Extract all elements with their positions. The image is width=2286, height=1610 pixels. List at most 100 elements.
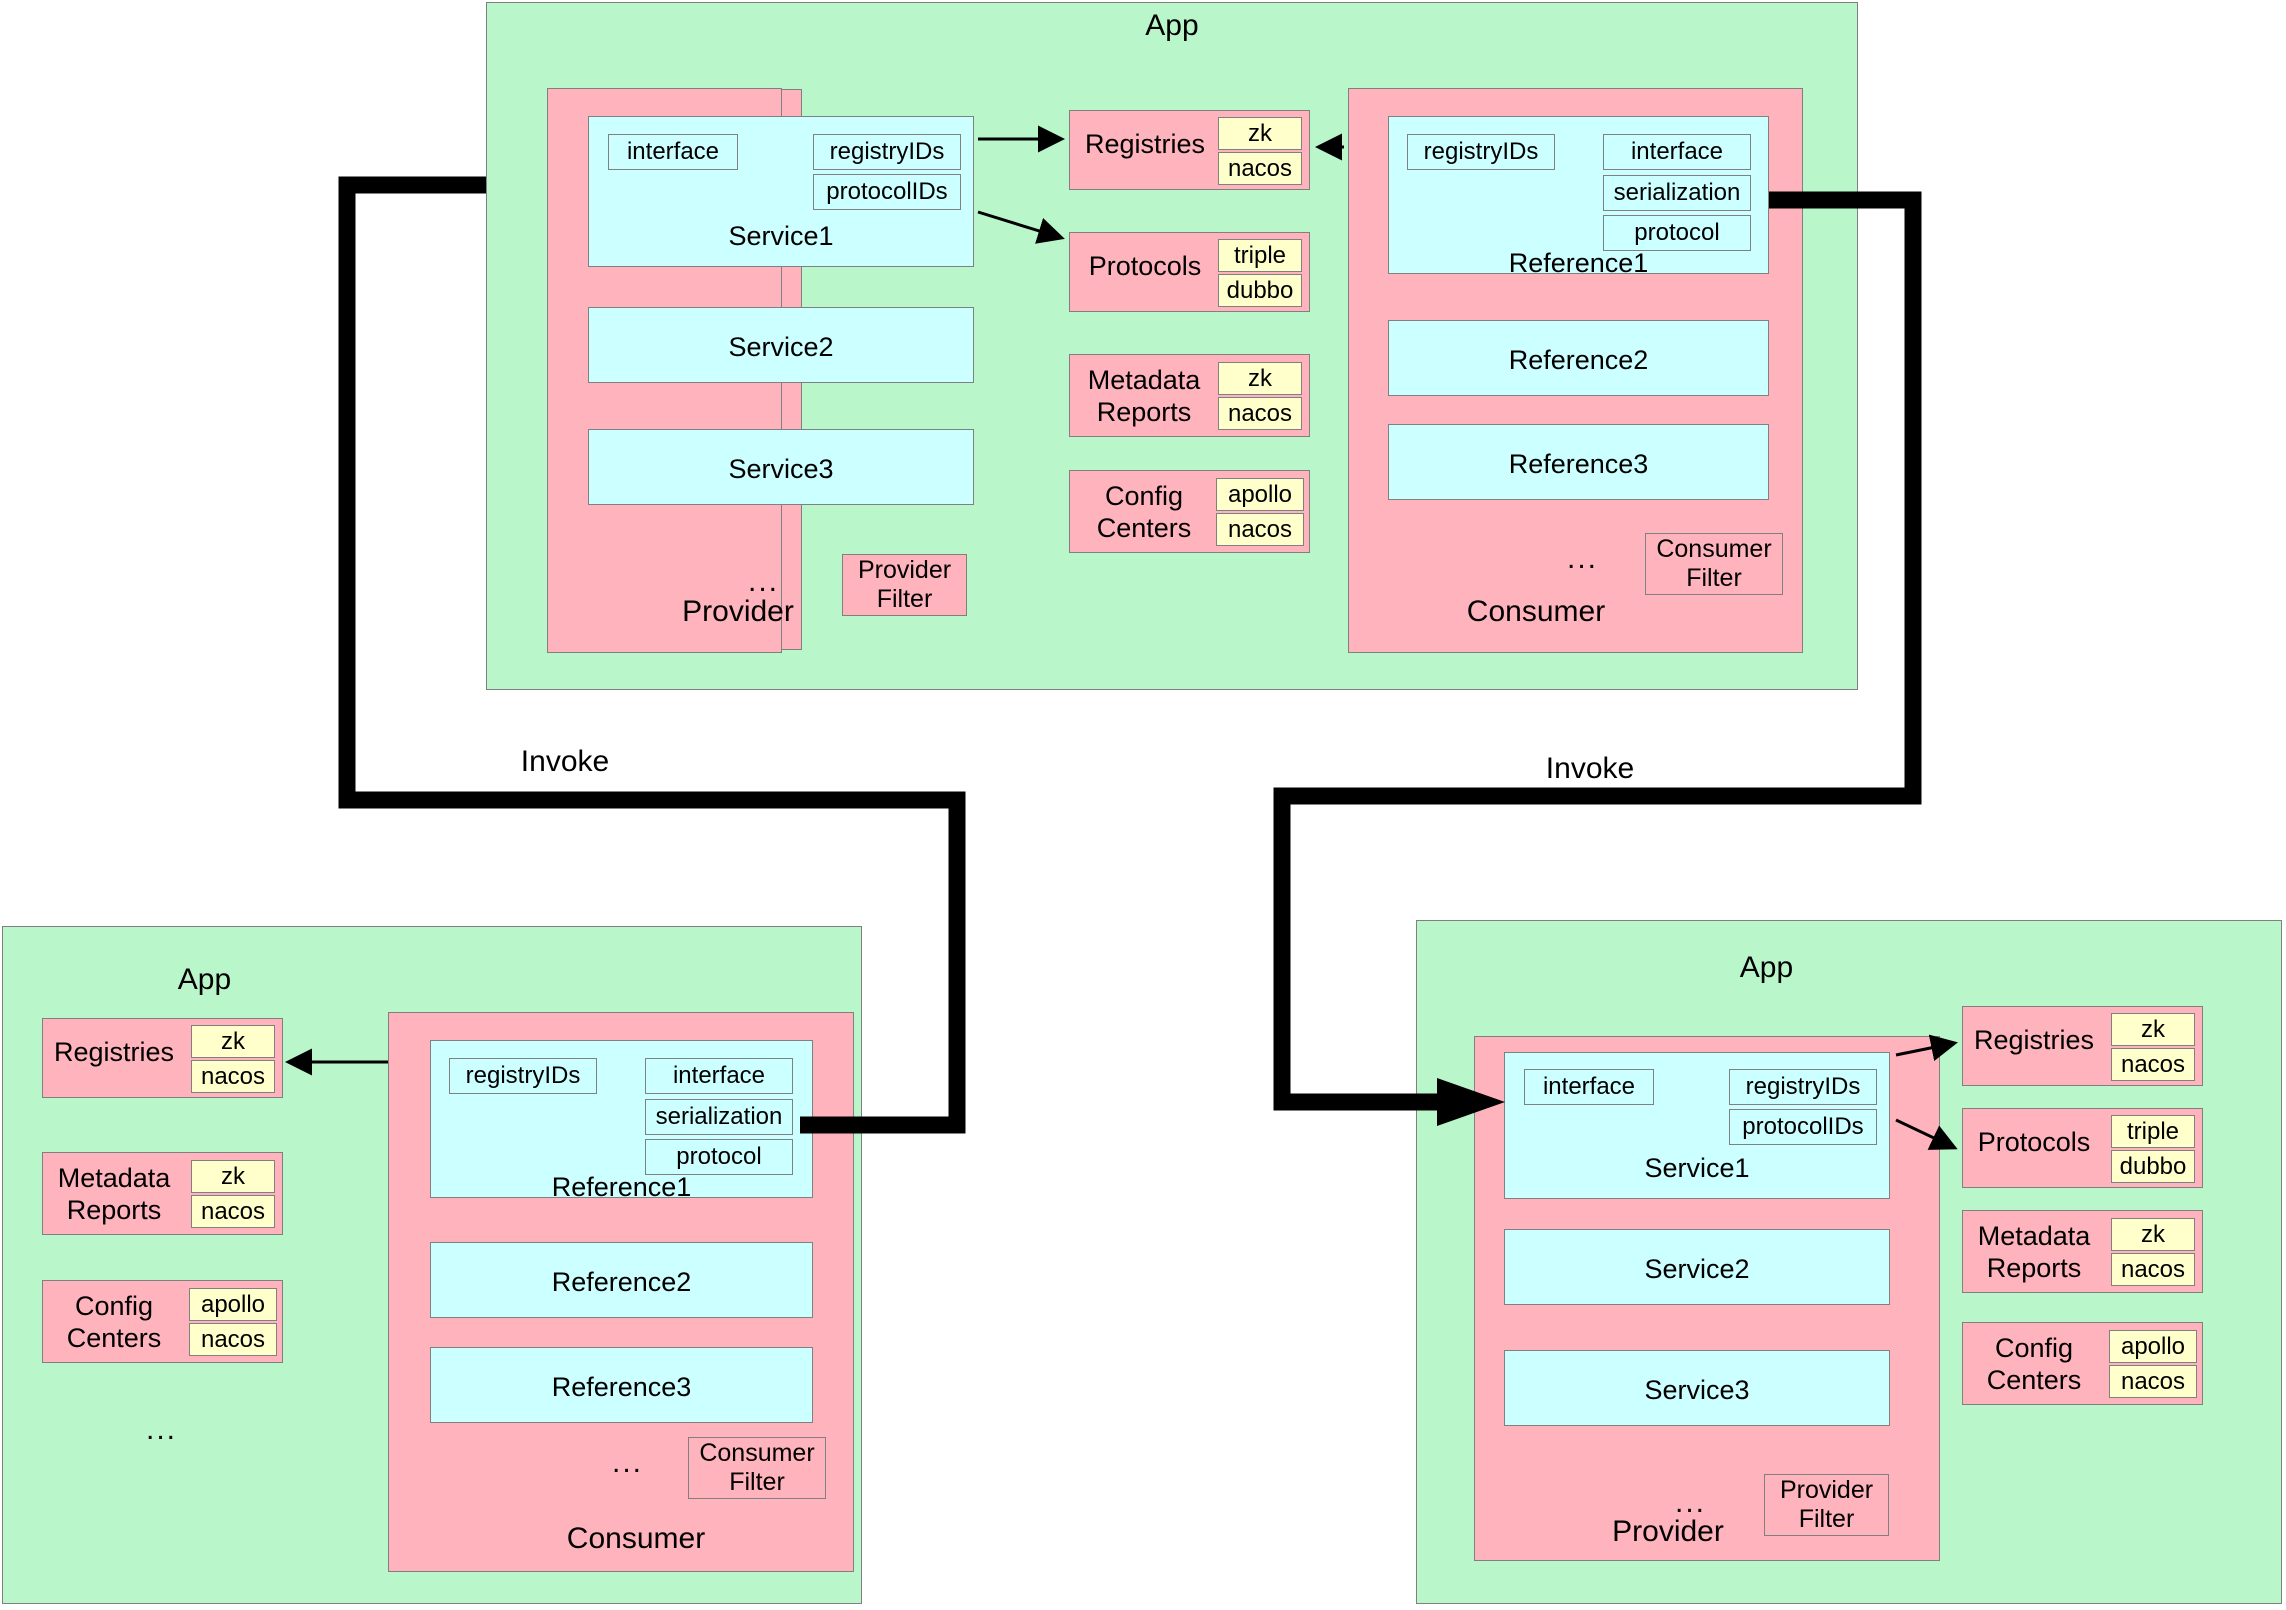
chip-nacos: nacos	[2111, 1253, 2195, 1286]
bottom-left-metadata-reports[interactable]: Metadata Reports zk nacos	[42, 1152, 283, 1235]
top-provider-filter[interactable]: Provider Filter	[842, 554, 967, 616]
attr-protocol: protocol	[645, 1139, 793, 1175]
bottom-right-app-title: App	[1739, 951, 1794, 984]
bottom-right-provider-filter[interactable]: Provider Filter	[1764, 1474, 1889, 1536]
chip-nacos: nacos	[2109, 1365, 2197, 1398]
attr-interface: interface	[608, 134, 738, 170]
chip-nacos: nacos	[191, 1195, 275, 1228]
top-config-centers[interactable]: Config Centers apollo nacos	[1069, 470, 1310, 553]
bottom-right-service3[interactable]: Service3	[1504, 1350, 1890, 1426]
top-provider-label: Provider	[682, 595, 794, 628]
chip-nacos: nacos	[1218, 397, 1302, 430]
top-consumer-reference3[interactable]: Reference3	[1388, 424, 1769, 500]
attr-registryids: registryIDs	[1729, 1069, 1877, 1105]
attr-registryids: registryIDs	[813, 134, 961, 170]
service3-name: Service3	[1644, 1375, 1750, 1405]
bottom-left-registries[interactable]: Registries zk nacos	[42, 1018, 283, 1098]
chip-triple: triple	[2111, 1115, 2195, 1148]
bottom-right-service1[interactable]: interface registryIDs protocolIDs Servic…	[1504, 1052, 1890, 1199]
chip-zk: zk	[1218, 117, 1302, 150]
top-consumer-filter[interactable]: Consumer Filter	[1645, 533, 1783, 595]
reference2-name: Reference2	[1508, 345, 1649, 375]
top-consumer-reference2[interactable]: Reference2	[1388, 320, 1769, 396]
chip-nacos: nacos	[1218, 152, 1302, 185]
protocols-label: Protocols	[1088, 251, 1202, 281]
provider-filter-line1: Provider	[857, 556, 952, 584]
chip-zk: zk	[2111, 1013, 2195, 1046]
top-provider-service3[interactable]: Service3	[588, 429, 974, 505]
config-label-line1: Config	[1994, 1333, 2074, 1363]
service2-name: Service2	[1644, 1254, 1750, 1284]
chip-zk: zk	[191, 1160, 275, 1193]
bottom-right-ellipsis: ...	[1675, 1486, 1707, 1519]
attr-serialization: serialization	[645, 1099, 793, 1135]
consumer-filter-line1: Consumer	[1656, 535, 1772, 563]
metadata-label-line2: Reports	[1986, 1253, 2082, 1283]
top-registries[interactable]: Registries zk nacos	[1069, 110, 1310, 190]
top-metadata-reports[interactable]: Metadata Reports zk nacos	[1069, 354, 1310, 437]
chip-nacos: nacos	[191, 1060, 275, 1093]
chip-zk: zk	[2111, 1218, 2195, 1251]
attr-protocol: protocol	[1603, 215, 1751, 251]
bottom-right-config-centers[interactable]: Config Centers apollo nacos	[1962, 1322, 2203, 1405]
invoke-label-left: Invoke	[520, 745, 610, 778]
chip-dubbo: dubbo	[2111, 1150, 2195, 1183]
service1-name: Service1	[1644, 1153, 1750, 1183]
chip-zk: zk	[1218, 362, 1302, 395]
chip-nacos: nacos	[2111, 1048, 2195, 1081]
bottom-left-reference3[interactable]: Reference3	[430, 1347, 813, 1423]
bottom-left-app-title: App	[177, 963, 232, 996]
service2-name: Service2	[728, 332, 834, 362]
reference3-name: Reference3	[1508, 449, 1649, 479]
registries-label: Registries	[53, 1037, 175, 1067]
top-app-title: App	[1145, 9, 1199, 42]
chip-dubbo: dubbo	[1218, 274, 1302, 307]
metadata-label-line1: Metadata	[1977, 1221, 2091, 1251]
top-protocols[interactable]: Protocols triple dubbo	[1069, 232, 1310, 312]
bottom-left-consumer-label: Consumer	[566, 1522, 706, 1555]
bottom-left-config-centers[interactable]: Config Centers apollo nacos	[42, 1280, 283, 1363]
reference1-name: Reference1	[1508, 248, 1649, 278]
bottom-left-consumer-filter[interactable]: Consumer Filter	[688, 1437, 826, 1499]
top-consumer-ellipsis: ...	[1567, 542, 1599, 575]
top-provider-service1[interactable]: interface registryIDs protocolIDs Servic…	[588, 116, 974, 267]
metadata-label-line2: Reports	[66, 1195, 162, 1225]
chip-nacos: nacos	[189, 1323, 277, 1356]
bottom-right-metadata-reports[interactable]: Metadata Reports zk nacos	[1962, 1210, 2203, 1293]
top-consumer-reference1[interactable]: registryIDs interface serialization prot…	[1388, 116, 1769, 278]
attr-interface: interface	[1603, 134, 1751, 170]
chip-apollo: apollo	[2109, 1330, 2197, 1363]
attr-interface: interface	[1524, 1069, 1654, 1105]
top-provider-ellipsis: ...	[748, 565, 780, 598]
bottom-right-provider-label: Provider	[1612, 1515, 1724, 1548]
bottom-right-protocols[interactable]: Protocols triple dubbo	[1962, 1108, 2203, 1188]
reference2-name: Reference2	[551, 1267, 692, 1297]
chip-apollo: apollo	[1216, 478, 1304, 511]
config-label-line1: Config	[1104, 481, 1184, 511]
consumer-filter-line2: Filter	[729, 1468, 785, 1496]
chip-zk: zk	[191, 1025, 275, 1058]
registries-label: Registries	[1973, 1025, 2095, 1055]
provider-filter-line2: Filter	[1798, 1505, 1855, 1533]
attr-serialization: serialization	[1603, 175, 1751, 211]
protocols-label: Protocols	[1977, 1127, 2091, 1157]
bottom-left-reference1[interactable]: registryIDs interface serialization prot…	[430, 1040, 813, 1202]
bottom-right-registries[interactable]: Registries zk nacos	[1962, 1006, 2203, 1086]
attr-protocolids: protocolIDs	[813, 174, 961, 210]
consumer-filter-line1: Consumer	[699, 1439, 815, 1467]
config-label-line2: Centers	[66, 1323, 162, 1353]
config-label-line2: Centers	[1986, 1365, 2082, 1395]
bottom-right-service2[interactable]: Service2	[1504, 1229, 1890, 1305]
metadata-label-line1: Metadata	[57, 1163, 171, 1193]
bottom-left-ellipsis: ...	[146, 1413, 178, 1446]
top-provider-service2[interactable]: Service2	[588, 307, 974, 383]
provider-filter-line1: Provider	[1779, 1476, 1874, 1504]
chip-apollo: apollo	[189, 1288, 277, 1321]
attr-interface: interface	[645, 1058, 793, 1094]
bottom-left-reference2[interactable]: Reference2	[430, 1242, 813, 1318]
